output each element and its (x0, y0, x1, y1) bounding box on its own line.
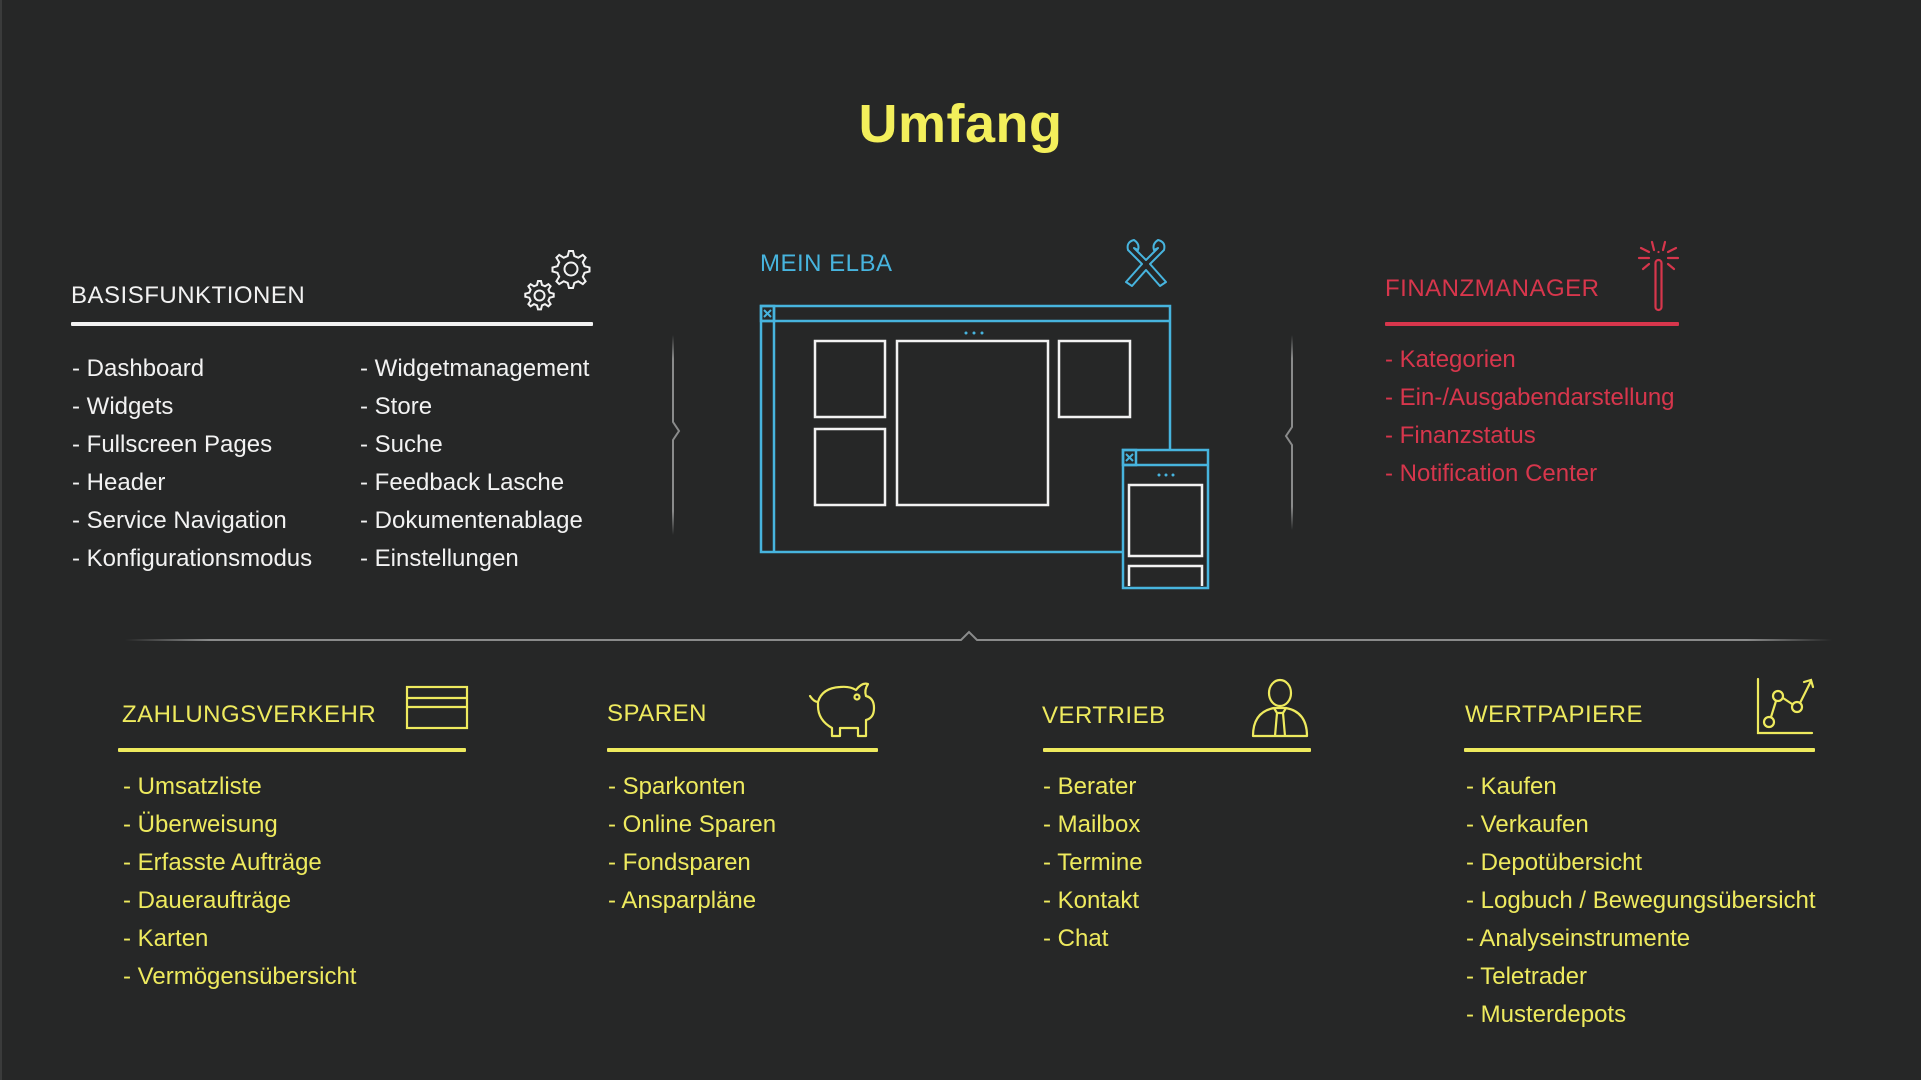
vertrieb-list: Berater Mailbox Termine Kontakt Chat (1043, 768, 1143, 958)
list-item: Chat (1043, 920, 1143, 958)
list-item: Karten (123, 920, 356, 958)
list-item: Finanzstatus (1385, 417, 1675, 455)
basisfunktionen-list-1: Dashboard Widgets Fullscreen Pages Heade… (72, 350, 312, 578)
list-item: Kategorien (1385, 341, 1675, 379)
right-divider (1284, 335, 1293, 530)
list-item: Daueraufträge (123, 882, 356, 920)
list-item: Teletrader (1466, 958, 1816, 996)
list-item: Suche (360, 426, 589, 464)
list-item: Fullscreen Pages (72, 426, 312, 464)
list-item: Verkaufen (1466, 806, 1816, 844)
list-item: Kontakt (1043, 882, 1143, 920)
finanzmanager-heading: FINANZMANAGER (1385, 275, 1600, 302)
list-item: Musterdepots (1466, 996, 1816, 1034)
list-item: Depotübersicht (1466, 844, 1816, 882)
list-item: Mailbox (1043, 806, 1143, 844)
desktop-window (759, 304, 1172, 554)
list-item: Ansparpläne (608, 882, 776, 920)
advisor-person-icon (1251, 678, 1309, 738)
list-item: Dashboard (72, 350, 312, 388)
vertrieb-underline (1043, 748, 1311, 752)
list-item: Vermögensübersicht (123, 958, 357, 996)
sparen-list: Sparkonten Online Sparen Fondsparen Ansp… (608, 768, 776, 920)
list-item: Konfigurationsmodus (72, 540, 312, 578)
list-item: Berater (1043, 768, 1143, 806)
gears-icon (524, 250, 591, 311)
list-item: Widgets (72, 388, 312, 426)
wertpapiere-underline (1464, 748, 1815, 752)
horizontal-divider (125, 630, 1832, 641)
wertpapiere-heading: WERTPAPIERE (1465, 701, 1643, 728)
list-item: Kaufen (1466, 768, 1816, 806)
list-item: Widgetmanagement (360, 350, 590, 388)
zahlungsverkehr-heading: ZAHLUNGSVERKEHR (122, 701, 377, 728)
piggy-bank-icon (808, 682, 876, 738)
list-item: Fondsparen (608, 844, 776, 882)
list-item: Header (72, 464, 312, 502)
basisfunktionen-heading: BASISFUNKTIONEN (71, 282, 306, 309)
list-item: Erfasste Aufträge (123, 844, 356, 882)
left-edge (0, 0, 2, 1080)
sparen-heading: SPAREN (607, 700, 707, 727)
widget-boxes (813, 339, 1132, 507)
list-item: Logbuch / Bewegungsübersicht (1466, 882, 1816, 920)
list-item: Store (360, 388, 589, 426)
mobile-window (1121, 448, 1210, 590)
list-item: Termine (1043, 844, 1142, 882)
dashboard-wireframe (759, 304, 1210, 590)
mein-elba-heading: MEIN ELBA (760, 250, 893, 277)
basisfunktionen-underline (71, 322, 593, 326)
page-title: Umfang (858, 94, 1063, 154)
list-item: Online Sparen (608, 806, 776, 844)
wertpapiere-list: Kaufen Verkaufen Depotübersicht Logbuch … (1466, 768, 1816, 1034)
list-item: Überweisung (123, 806, 356, 844)
finanzmanager-underline (1385, 322, 1679, 326)
large-gear (551, 250, 591, 289)
left-divider (672, 335, 681, 535)
list-item: Analyseinstrumente (1466, 920, 1816, 958)
list-item: Ein-/Ausgabendarstellung (1385, 379, 1675, 417)
list-item: Service Navigation (72, 502, 312, 540)
small-gear (524, 280, 555, 311)
list-item: Feedback Lasche (360, 464, 589, 502)
raiffeisen-logo-icon (1125, 239, 1167, 287)
sparen-underline (607, 748, 878, 752)
magic-wand-icon (1637, 240, 1680, 312)
list-item: Sparkonten (608, 768, 776, 806)
list-item: Notification Center (1385, 455, 1675, 493)
list-item: Einstellungen (360, 540, 589, 578)
window-dots (964, 331, 984, 335)
zahlungsverkehr-underline (118, 748, 466, 752)
credit-card-icon (405, 685, 469, 730)
list-item: Dokumentenablage (360, 502, 589, 540)
list-item: Umsatzliste (123, 768, 356, 806)
basisfunktionen-list-2: Widgetmanagement Store Suche Feedback La… (360, 350, 590, 578)
zahlungsverkehr-list: Umsatzliste Überweisung Erfasste Aufträg… (123, 768, 357, 996)
line-chart-icon (1756, 677, 1815, 735)
vertrieb-heading: VERTRIEB (1042, 702, 1166, 729)
finanzmanager-list: Kategorien Ein-/Ausgabendarstellung Fina… (1385, 341, 1675, 493)
